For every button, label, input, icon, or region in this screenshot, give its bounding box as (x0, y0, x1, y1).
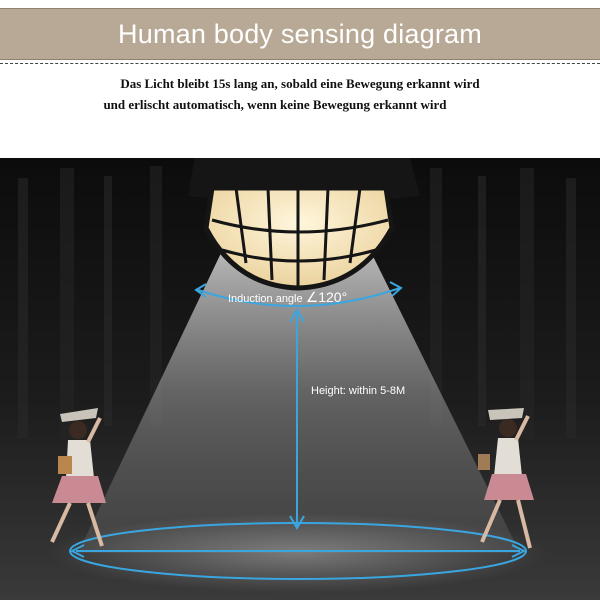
ceiling-lamp (188, 158, 420, 291)
height-label: Height: within 5-8M (311, 385, 406, 397)
detection-range-ellipse (69, 522, 527, 580)
description-line-2: und erlischt automatisch, wenn keine Bew… (103, 97, 447, 112)
page-title: Human body sensing diagram (118, 19, 482, 49)
scene-illustration (0, 158, 600, 600)
light-beam (78, 230, 520, 553)
dashed-divider (0, 63, 600, 64)
induction-angle-arrow (194, 281, 403, 307)
induction-angle-value: ∠120° (305, 289, 348, 305)
walking-person-right (478, 408, 534, 549)
title-banner: Human body sensing diagram (0, 8, 600, 60)
sensing-scene (0, 158, 600, 600)
description-line-1: Das Licht bleibt 15s lang an, sobald ein… (120, 76, 480, 91)
induction-angle-label: Induction angle ∠120° (228, 289, 347, 306)
induction-angle-text: Induction angle (228, 293, 303, 305)
curtain-stripes (18, 166, 576, 438)
walking-person-left (50, 408, 106, 547)
height-arrow (289, 308, 305, 530)
